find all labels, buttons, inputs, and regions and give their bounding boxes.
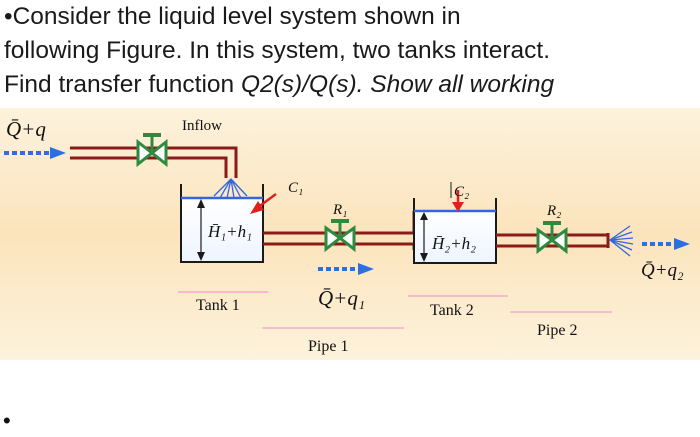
inlet-flow-arrow	[4, 147, 66, 159]
c2-arrow	[452, 190, 464, 212]
question-line-2: following Figure. In this system, two ta…	[4, 37, 551, 64]
question-line-1: •Consider the liquid level system shown …	[4, 3, 461, 30]
caption-underlines	[178, 291, 612, 329]
inflow-pipe	[70, 146, 238, 178]
c2-label: C₂	[454, 184, 469, 200]
tank-2-height-arrow	[420, 212, 428, 262]
question-line-3: Find transfer function Q2(s)/Q(s). Show …	[4, 68, 698, 102]
tank-2-caption: Tank 2	[430, 302, 474, 319]
outlet-flow-arrow	[642, 238, 690, 250]
pipe-1-flow-arrow	[318, 263, 374, 275]
r2-label: R₂	[546, 203, 561, 219]
inflow-valve	[136, 133, 168, 168]
tank-1-level-label: H̄₁+h₁	[207, 222, 252, 241]
tank-1-height-arrow	[197, 199, 205, 261]
pipe-1-caption: Pipe 1	[308, 338, 348, 355]
tank-1	[180, 184, 264, 263]
figure-canvas: Q̄+q Inflow	[0, 108, 700, 360]
question-line-3-prefix: Find transfer function	[4, 71, 241, 98]
outlet-flow-label: Q̄+q₂	[641, 260, 684, 281]
tank-2-level-label: H̄₂+h₂	[431, 234, 476, 253]
r1-label: R₁	[332, 202, 347, 218]
liquid-level-figure: Q̄+q Inflow	[0, 108, 700, 360]
tank-1-caption: Tank 1	[196, 297, 240, 314]
pipe-1-flow-label: Q̄+q₁	[318, 286, 365, 310]
inlet-flow-label: Q̄+q	[6, 117, 46, 141]
outlet-spray	[609, 225, 634, 257]
r1-valve	[324, 219, 356, 253]
c1-arrow	[250, 192, 277, 214]
question-text: •Consider the liquid level system shown …	[4, 0, 698, 102]
footer-bullet: •	[3, 408, 11, 433]
question-line-3-italic: Q2(s)/Q(s). Show all working	[240, 71, 555, 98]
inflow-label: Inflow	[182, 118, 222, 134]
c1-label: C₁	[288, 180, 303, 196]
pipe-2-caption: Pipe 2	[537, 322, 577, 339]
water-spray	[213, 178, 248, 199]
r2-valve	[536, 221, 568, 255]
